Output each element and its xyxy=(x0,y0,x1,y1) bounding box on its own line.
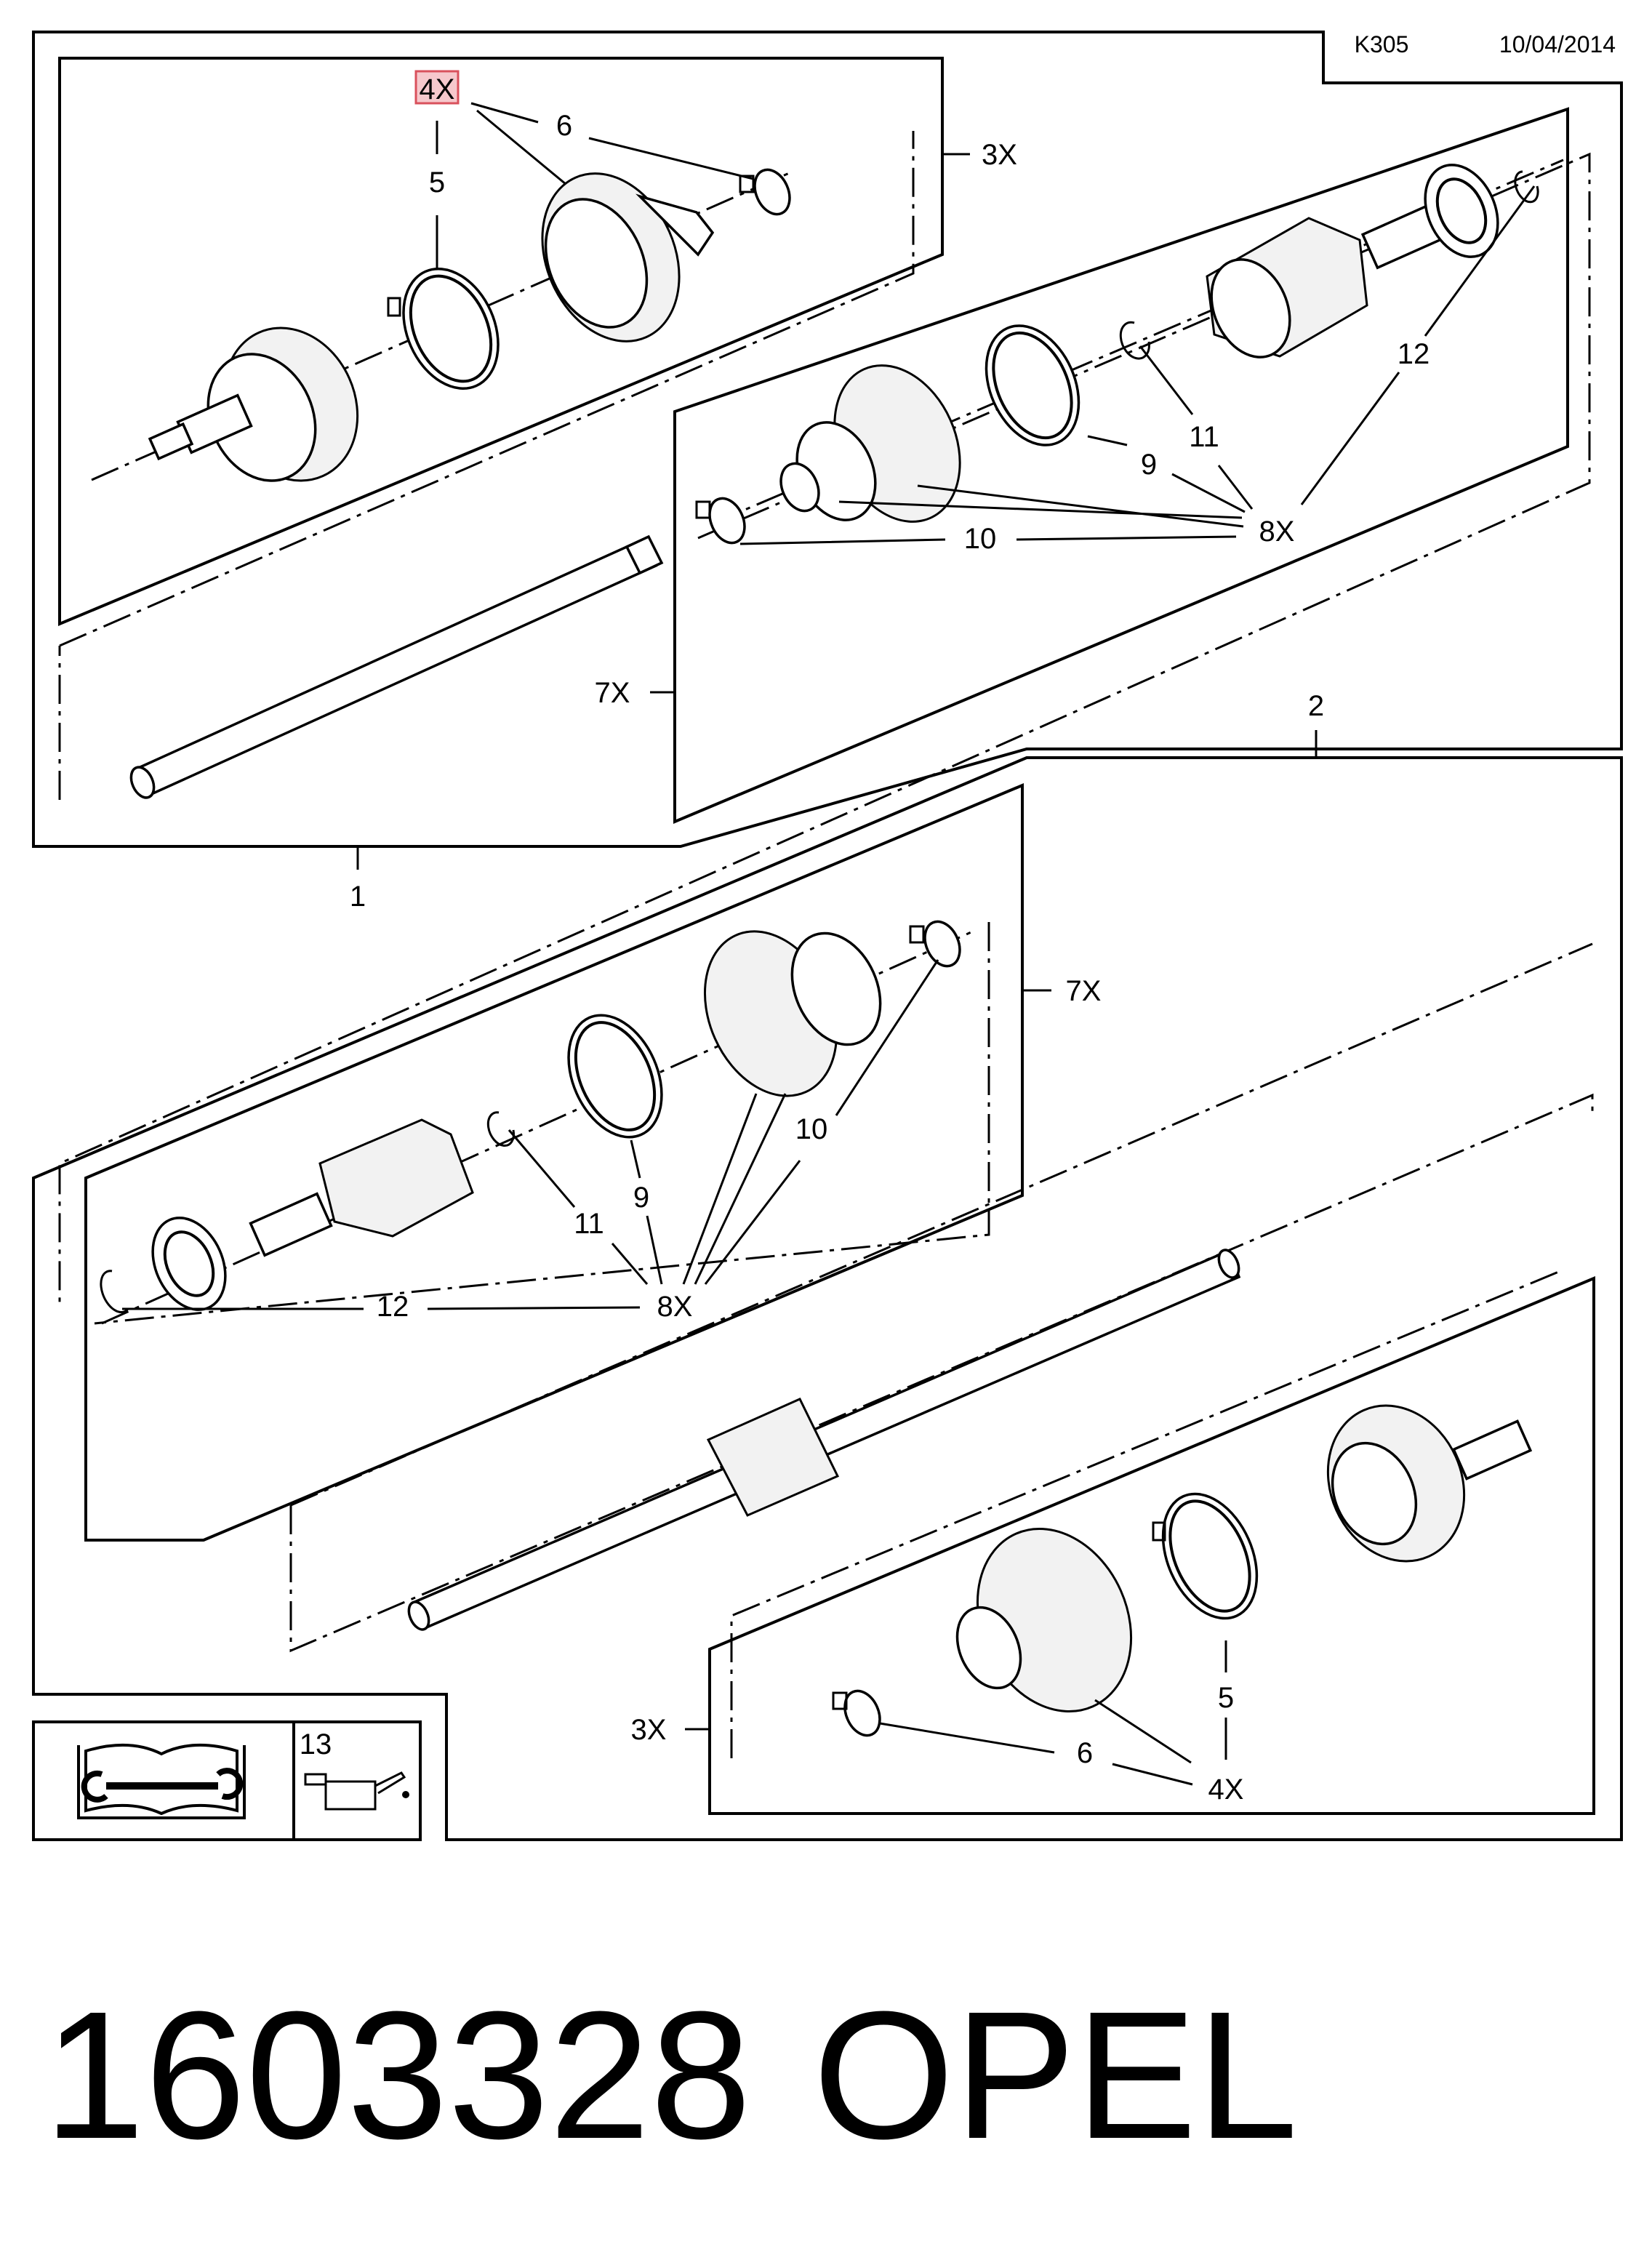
assembly-1-qty-7x: 7X xyxy=(595,677,630,709)
manual-wrench-icon xyxy=(77,1743,246,1819)
callout-5: 5 xyxy=(429,167,445,199)
outer-boot-b xyxy=(955,1527,1133,1713)
callout-11-b: 11 xyxy=(574,1208,604,1240)
callout-9-b: 9 xyxy=(633,1182,649,1214)
assembly-2-outline xyxy=(32,756,1623,1841)
outer-cv-joint xyxy=(148,326,359,482)
legend-box xyxy=(32,1720,422,1841)
callout-5-b: 5 xyxy=(1218,1682,1234,1714)
highlight-4x-box xyxy=(414,70,460,105)
callout-8x-b: 8X xyxy=(657,1291,693,1323)
small-clamp-10-a xyxy=(695,497,746,545)
clamp-ring-9-b xyxy=(567,1014,663,1139)
small-clamp-10-b xyxy=(909,920,961,968)
tripod-housing xyxy=(1206,203,1446,358)
assembly-1-label: 1 xyxy=(350,881,366,913)
brand-name: OPEL xyxy=(813,1973,1298,2176)
outer-boot xyxy=(541,172,715,342)
legend-oil-item: 13 xyxy=(300,1728,332,1760)
inner-boot-b xyxy=(703,930,882,1097)
callout-12-b: 12 xyxy=(377,1291,409,1323)
diagram-date: 10/04/2014 xyxy=(1499,31,1616,57)
assembly-1-qty-4x[interactable]: 4X xyxy=(420,73,455,105)
small-clamp-6-b xyxy=(832,1689,881,1737)
inner-boot xyxy=(779,364,961,523)
callout-6: 6 xyxy=(556,110,572,142)
diagram-code: K305 xyxy=(1355,31,1409,57)
oil-can-icon xyxy=(304,1771,409,1811)
part-number: 1603328 xyxy=(44,1973,751,2176)
callout-10-b: 10 xyxy=(795,1113,828,1145)
outer-cv-joint-b xyxy=(1326,1404,1533,1563)
callout-8x: 8X xyxy=(1259,516,1295,548)
circlip-12 xyxy=(1514,170,1539,204)
clamp-ring-9 xyxy=(985,324,1080,446)
callout-10: 10 xyxy=(964,523,997,555)
assembly-2-qty-3x: 3X xyxy=(631,1714,667,1746)
drive-shaft-2 xyxy=(407,1249,1241,1631)
clamp-ring-5-b xyxy=(1152,1492,1259,1620)
clamp-ring-5 xyxy=(402,267,500,390)
small-clamp-6 xyxy=(739,168,791,216)
assembly-1-qty-3x: 3X xyxy=(982,139,1017,171)
assembly-2-label: 2 xyxy=(1308,690,1324,722)
assembly-1-outer-joint-box xyxy=(58,57,944,627)
callout-9: 9 xyxy=(1141,449,1157,481)
callout-12: 12 xyxy=(1398,338,1430,370)
callout-11: 11 xyxy=(1189,421,1219,453)
assembly-1-inner-joint-box xyxy=(673,107,1569,825)
drive-shaft-1 xyxy=(129,534,664,799)
assembly-2-outer-joint-box xyxy=(708,1275,1595,1815)
circlip-11-b xyxy=(486,1111,515,1147)
circlip-11 xyxy=(1119,321,1150,360)
circlip-12-b xyxy=(100,1270,129,1314)
seal-12-b xyxy=(151,1217,227,1311)
assembly-2-qty-7x: 7X xyxy=(1066,975,1102,1007)
assembly-1-outline xyxy=(32,31,1623,848)
tripod-housing-b xyxy=(249,1118,474,1257)
seal-12 xyxy=(1424,164,1499,258)
callout-6-b: 6 xyxy=(1077,1737,1093,1769)
assembly-2-qty-4x: 4X xyxy=(1208,1774,1244,1806)
